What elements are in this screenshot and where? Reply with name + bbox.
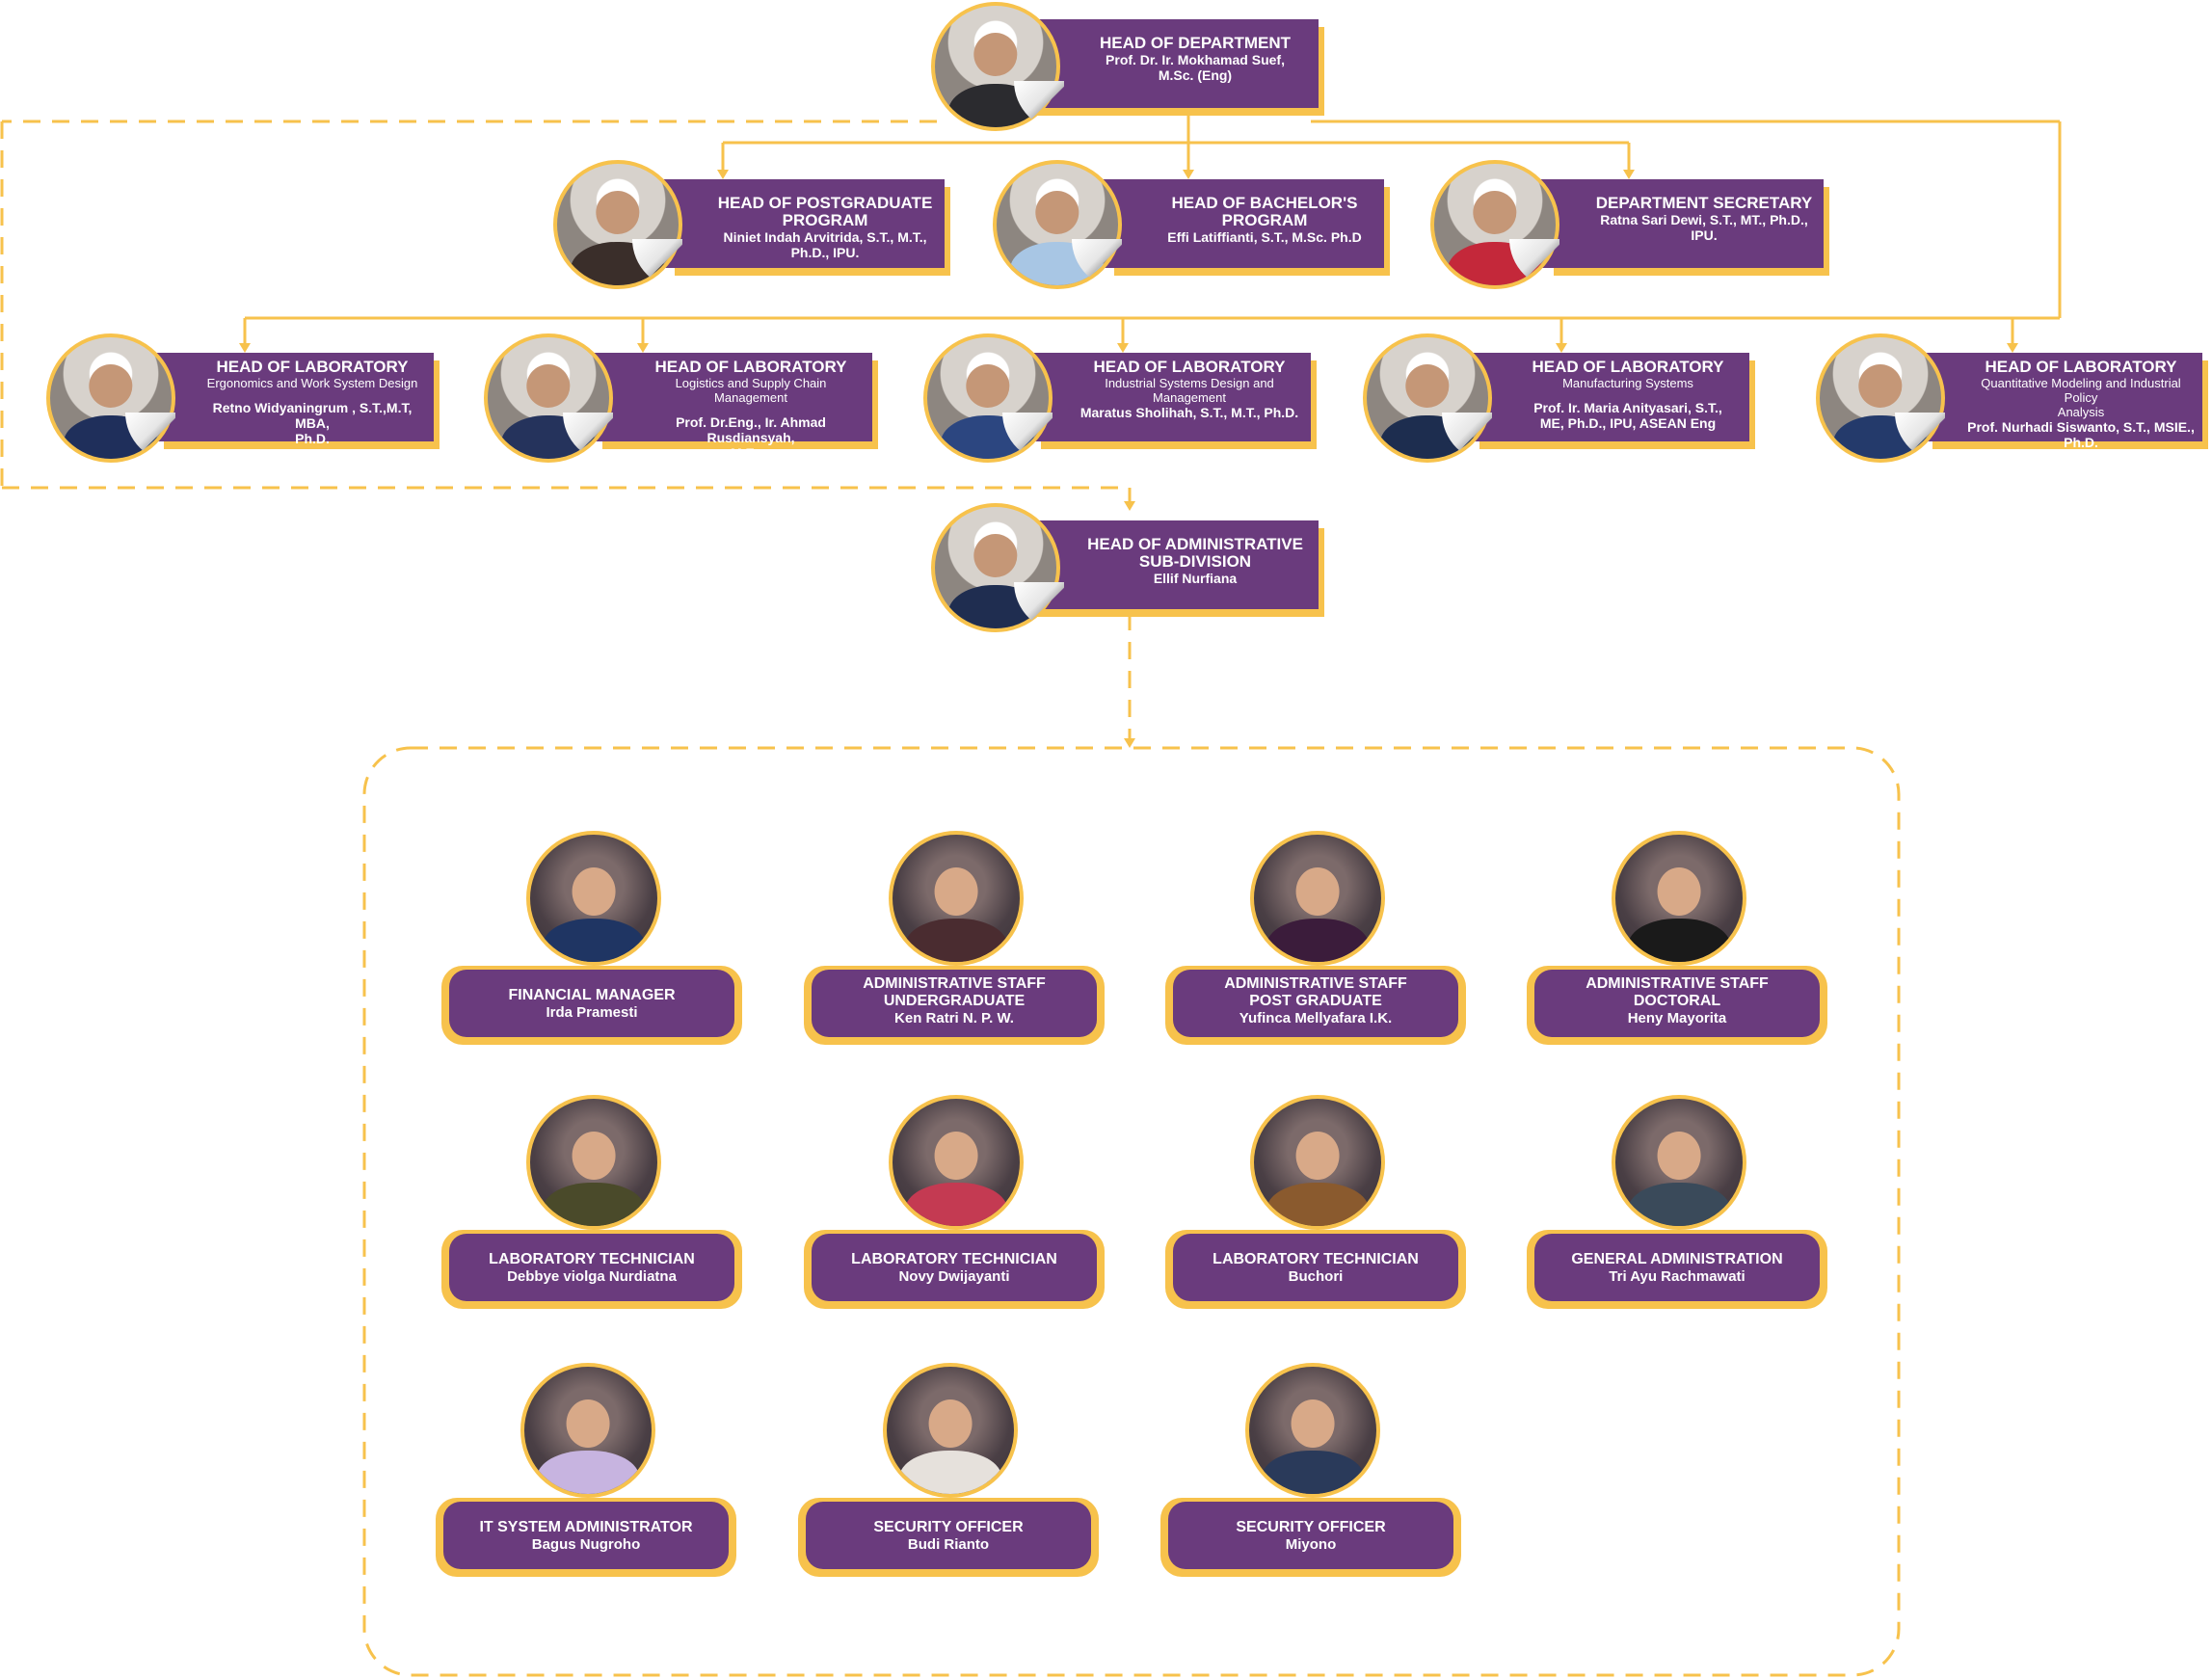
card-name: Ellif Nurfiana	[1153, 571, 1238, 586]
staff-card: SECURITY OFFICER Miyono	[1160, 1363, 1461, 1577]
staff-name: Tri Ayu Rachmawati	[1609, 1268, 1746, 1285]
staff-role: POST GRADUATE	[1249, 993, 1382, 1009]
avatar	[883, 1363, 1018, 1498]
card-name: Effi Latiffianti, S.T., M.Sc. Ph.D	[1167, 229, 1362, 245]
card-title: HEAD OF LABORATORY	[216, 358, 409, 376]
staff-name: Miyono	[1285, 1536, 1337, 1553]
staff-role: LABORATORY TECHNICIAN	[1213, 1251, 1419, 1267]
avatar	[1245, 1363, 1380, 1498]
staff-name: Novy Dwijayanti	[898, 1268, 1010, 1285]
card-name: Retno Widyaningrum , S.T.,M.T, MBA,	[212, 400, 413, 431]
card-name: Ph.D.	[2064, 435, 2098, 450]
staff-role: FINANCIAL MANAGER	[508, 987, 676, 1003]
card-name: Ph.D.	[295, 431, 330, 446]
avatar	[1612, 831, 1746, 966]
staff-card: IT SYSTEM ADMINISTRATOR Bagus Nugroho	[436, 1363, 736, 1577]
avatar	[1250, 1095, 1385, 1230]
staff-card: LABORATORY TECHNICIAN Debbye violga Nurd…	[441, 1095, 742, 1309]
card-name: ME, Ph.D., IPU, ASEAN Eng	[1539, 415, 1717, 431]
card-title: DEPARTMENT SECRETARY	[1595, 194, 1813, 212]
staff-name: Ken Ratri N. P. W.	[894, 1010, 1014, 1026]
lab-head-card: HEAD OF LABORATORY Manufacturing Systems…	[1460, 353, 1755, 449]
staff-role: UNDERGRADUATE	[883, 993, 1026, 1009]
staff-role: DOCTORAL	[1633, 993, 1721, 1009]
card-subtitle: Ergonomics and Work System Design	[206, 376, 418, 390]
staff-card: ADMINISTRATIVE STAFF UNDERGRADUATE Ken R…	[804, 831, 1105, 1045]
staff-name: Debbye violga Nurdiatna	[507, 1268, 677, 1285]
card-title: HEAD OF LABORATORY	[1093, 358, 1286, 376]
card-title: HEAD OF POSTGRADUATE	[717, 194, 933, 212]
card-subtitle: Quantitative Modeling and Industrial Pol…	[1981, 376, 2181, 405]
card-name: Niniet Indah Arvitrida, S.T., M.T.,	[723, 229, 927, 245]
staff-role: GENERAL ADMINISTRATION	[1571, 1251, 1783, 1267]
staff-role: LABORATORY TECHNICIAN	[489, 1251, 695, 1267]
card-name: M.Eng	[731, 445, 771, 461]
staff-role: ADMINISTRATIVE STAFF	[863, 975, 1046, 992]
avatar	[526, 831, 661, 966]
staff-role: ADMINISTRATIVE STAFF	[1586, 975, 1769, 992]
card-title: SUB-DIVISION	[1138, 552, 1252, 571]
card-name: Maratus Sholihah, S.T., M.T., Ph.D.	[1079, 405, 1299, 420]
card-subtitle: Industrial Systems Design and	[1105, 376, 1274, 390]
card-title: HEAD OF LABORATORY	[1985, 358, 2177, 376]
card-title: PROGRAM	[782, 211, 868, 229]
staff-name: Bagus Nugroho	[531, 1536, 641, 1553]
staff-name: Budi Rianto	[907, 1536, 990, 1553]
head-of-bachelor-card: HEAD OF BACHELOR'S PROGRAM Effi Latiffia…	[1095, 179, 1390, 276]
lab-head-card: HEAD OF LABORATORY Industrial Systems De…	[1022, 353, 1317, 449]
card-name: Prof. Ir. Maria Anityasari, S.T.,	[1533, 400, 1722, 415]
staff-name: Heny Mayorita	[1627, 1010, 1727, 1026]
staff-card: GENERAL ADMINISTRATION Tri Ayu Rachmawat…	[1527, 1095, 1827, 1309]
avatar	[889, 831, 1024, 966]
lab-head-card: HEAD OF LABORATORY Logistics and Supply …	[583, 353, 878, 461]
avatar	[889, 1095, 1024, 1230]
staff-card: FINANCIAL MANAGER Irda Pramesti	[441, 831, 742, 1045]
staff-role: IT SYSTEM ADMINISTRATOR	[479, 1519, 693, 1535]
lab-head-card: HEAD OF LABORATORY Quantitative Modeling…	[1913, 353, 2208, 450]
card-title: HEAD OF ADMINISTRATIVE	[1087, 535, 1303, 553]
avatar	[1612, 1095, 1746, 1230]
staff-name: Irda Pramesti	[546, 1004, 638, 1021]
card-subtitle: Logistics and Supply Chain Management	[675, 376, 827, 405]
staff-card: LABORATORY TECHNICIAN Novy Dwijayanti	[804, 1095, 1105, 1309]
card-subtitle: Manufacturing Systems	[1562, 376, 1693, 390]
staff-role: SECURITY OFFICER	[1236, 1519, 1386, 1535]
card-name: IPU.	[1691, 227, 1718, 243]
staff-card: ADMINISTRATIVE STAFF POST GRADUATE Yufin…	[1165, 831, 1466, 1045]
staff-card: SECURITY OFFICER Budi Rianto	[798, 1363, 1099, 1577]
card-name: Prof. Nurhadi Siswanto, S.T., MSIE.,	[1967, 419, 2195, 435]
avatar	[484, 333, 613, 463]
staff-name: Buchori	[1288, 1268, 1344, 1285]
staff-card: ADMINISTRATIVE STAFF DOCTORAL Heny Mayor…	[1527, 831, 1827, 1045]
card-title: HEAD OF LABORATORY	[1532, 358, 1724, 376]
card-name: Prof. Dr. Ir. Mokhamad Suef,	[1106, 52, 1285, 67]
card-name: M.Sc. (Eng)	[1158, 67, 1233, 83]
lab-head-card: HEAD OF LABORATORY Ergonomics and Work S…	[145, 353, 440, 449]
card-title: HEAD OF DEPARTMENT	[1099, 34, 1291, 52]
department-secretary-card: DEPARTMENT SECRETARY Ratna Sari Dewi, S.…	[1534, 179, 1829, 276]
card-name: Prof. Dr.Eng., Ir. Ahmad Rusdiansyah,	[676, 414, 826, 445]
card-name: Ratna Sari Dewi, S.T., MT., Ph.D.,	[1600, 212, 1808, 227]
staff-role: SECURITY OFFICER	[873, 1519, 1024, 1535]
avatar	[1250, 831, 1385, 966]
staff-card: LABORATORY TECHNICIAN Buchori	[1165, 1095, 1466, 1309]
head-of-postgraduate-card: HEAD OF POSTGRADUATE PROGRAM Niniet Inda…	[655, 179, 950, 276]
card-title: HEAD OF BACHELOR'S	[1171, 194, 1358, 212]
staff-role: LABORATORY TECHNICIAN	[851, 1251, 1057, 1267]
staff-name: Yufinca Mellyafara I.K.	[1239, 1010, 1393, 1026]
avatar	[520, 1363, 655, 1498]
card-title: HEAD OF LABORATORY	[654, 358, 847, 376]
staff-role: ADMINISTRATIVE STAFF	[1224, 975, 1407, 992]
card-subtitle: Management	[1153, 390, 1226, 405]
card-name: Ph.D., IPU.	[790, 245, 860, 260]
avatar	[526, 1095, 661, 1230]
card-subtitle: Analysis	[2057, 405, 2105, 419]
card-title: PROGRAM	[1221, 211, 1308, 229]
